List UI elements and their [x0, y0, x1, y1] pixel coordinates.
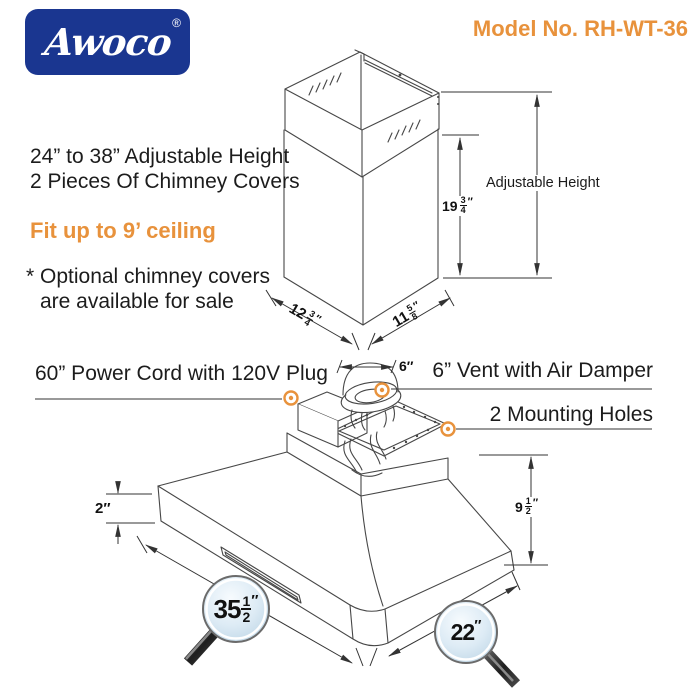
- chimney-drawing: [283, 49, 440, 326]
- power-cord-callout: 60” Power Cord with 120V Plug: [35, 362, 328, 385]
- magnifier-icon-depth: [434, 600, 521, 688]
- info-line-1: 24” to 38” Adjustable Height: [30, 145, 290, 168]
- info-note-2: are available for sale: [40, 290, 234, 313]
- hood-depth-dim: 22″: [450, 616, 482, 645]
- adjustable-height-label: Adjustable Height: [483, 175, 603, 191]
- magnifier-icon-width: [183, 575, 270, 666]
- brand-logo: Awoco ®: [25, 9, 190, 75]
- mounting-holes-callout: 2 Mounting Holes: [489, 403, 653, 426]
- vent-diameter-dim: 6″: [399, 358, 414, 374]
- base-lip-dim: 2″: [95, 500, 111, 517]
- callout-markers: [283, 382, 456, 437]
- model-number: Model No. RH-WT-36: [472, 16, 688, 41]
- logo-text: Awoco: [42, 20, 173, 64]
- info-note-1: * Optional chimney covers: [26, 265, 270, 288]
- mounting-hole-marker: [440, 421, 456, 437]
- power-cord-marker: [283, 390, 299, 406]
- vent-callout: 6” Vent with Air Damper: [432, 359, 653, 382]
- registered-mark-icon: ®: [172, 16, 181, 30]
- info-highlight: Fit up to 9’ ceiling: [30, 218, 216, 243]
- hood-dimension-lines: [35, 359, 652, 667]
- plate-screws: [343, 405, 437, 450]
- vent-marker: [374, 382, 390, 398]
- info-line-2: 2 Pieces Of Chimney Covers: [30, 170, 300, 193]
